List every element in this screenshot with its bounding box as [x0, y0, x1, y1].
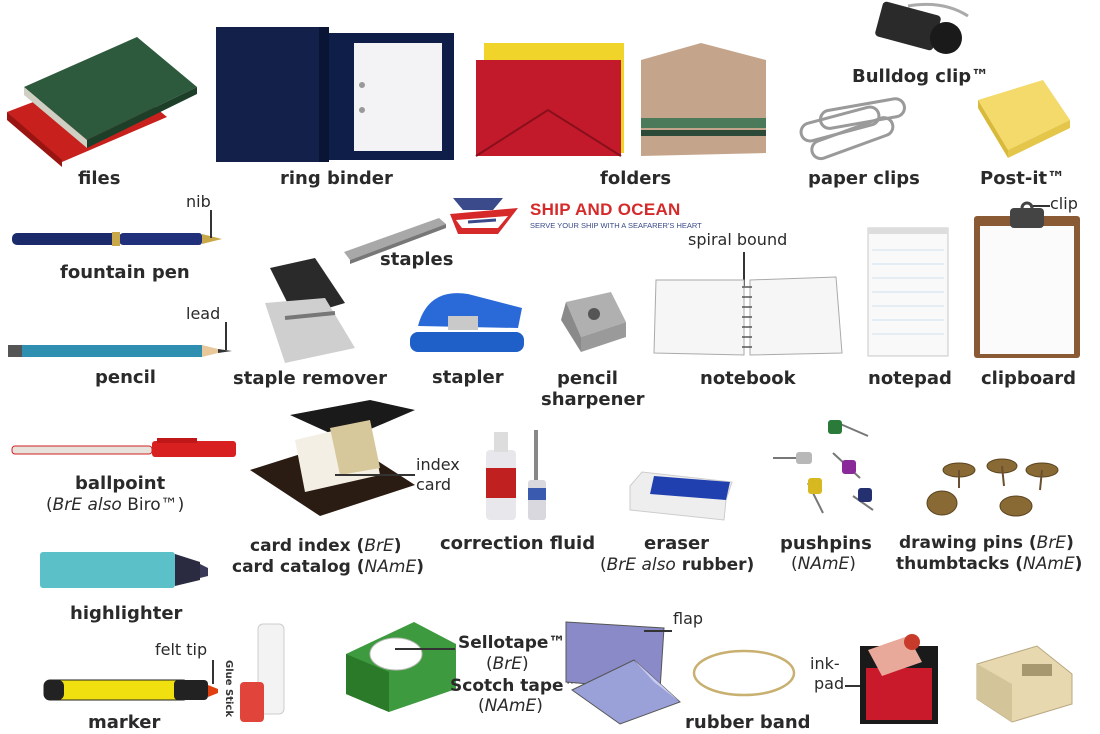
staples-image [344, 218, 449, 264]
label-spiral-bound: spiral bound [688, 230, 788, 249]
folders-image [475, 38, 786, 158]
stapler-image [408, 286, 528, 358]
label-rubber-band: rubber band [685, 712, 811, 733]
label-sellotape: Sellotape™ [458, 633, 566, 653]
files-image [2, 32, 202, 167]
pushpins-image [768, 418, 888, 523]
label-highlighter: highlighter [70, 603, 183, 624]
label-felt-tip: felt tip [155, 640, 208, 659]
glue-stick-image [238, 623, 288, 724]
label-correction-fluid: correction fluid [440, 533, 596, 554]
rubber-band-image [690, 645, 800, 705]
label-eraser-sub: (BrE also rubber) [600, 555, 755, 575]
label-paper-clips: paper clips [808, 168, 920, 189]
ring-binder-image [216, 25, 456, 165]
highlighter-image [40, 548, 210, 592]
bulldog-clip-image [868, 0, 978, 60]
label-index-card-line1: index [416, 455, 460, 474]
fountain-pen-image [12, 228, 222, 250]
label-drawing-pins: drawing pins (BrE) [899, 533, 1074, 553]
label-card-catalog: card catalog (NAmE) [232, 557, 424, 577]
label-bulldog-clip: Bulldog clip™ [852, 66, 990, 87]
label-notebook: notebook [700, 368, 796, 389]
notepad-image [866, 226, 950, 358]
label-ring-binder: ring binder [280, 168, 393, 189]
pencil-sharpener-image [556, 292, 628, 354]
drawing-pins-image [924, 458, 1064, 528]
watermark-logo: SHIP AND OCEAN SERVE YOUR SHIP WITH A SE… [448, 190, 708, 242]
ballpoint-image [11, 438, 237, 462]
label-clip: clip [1050, 194, 1078, 213]
pencil-image [8, 343, 233, 359]
lead-pointer-line [225, 322, 227, 350]
label-flap: flap [673, 609, 704, 628]
label-pushpins: pushpins [780, 533, 872, 554]
notebook-image [653, 275, 843, 359]
felt-tip-pointer-line [212, 660, 214, 684]
label-notepad: notepad [868, 368, 952, 389]
label-ink-pad-line2: pad [814, 674, 845, 693]
flap-pointer-line [644, 630, 672, 632]
label-pushpins-sub: (NAmE) [791, 554, 856, 574]
nib-pointer-line [210, 210, 212, 238]
eraser-image [629, 468, 735, 524]
label-post-it: Post-it™ [980, 168, 1066, 189]
label-pencil-sharpener-line1: pencil [557, 368, 618, 389]
label-pencil: pencil [95, 367, 156, 388]
label-scotch-tape: Scotch tape™ [450, 676, 581, 696]
label-sellotape-sub: (BrE) [486, 654, 529, 674]
paper-clips-image [795, 95, 915, 161]
post-it-image [968, 80, 1073, 160]
spiral-bound-pointer-line [743, 252, 745, 286]
watermark-title: SHIP AND OCEAN [530, 200, 681, 219]
label-clipboard: clipboard [981, 368, 1077, 389]
label-lead: lead [186, 304, 221, 323]
label-stapler: stapler [432, 367, 504, 388]
staple-remover-image [255, 258, 365, 366]
label-maker-image [972, 644, 1082, 724]
label-scotch-tape-sub: (NAmE) [478, 696, 543, 716]
label-folders: folders [600, 168, 672, 189]
label-nib: nib [186, 192, 211, 211]
label-index-card-line2: card [416, 475, 452, 494]
marker-image [34, 675, 219, 705]
label-eraser: eraser [644, 533, 710, 554]
correction-fluid-image [482, 428, 562, 523]
label-fountain-pen: fountain pen [60, 262, 190, 283]
label-staple-remover: staple remover [233, 368, 388, 389]
ship-logo-icon [450, 198, 518, 234]
ink-pad-pointer-line [845, 685, 871, 687]
card-index-image [250, 400, 420, 516]
label-glue-stick: Glue Stick [223, 660, 234, 718]
label-ballpoint-sub: (BrE also Biro™) [46, 495, 185, 515]
sellotape-pointer-line [395, 648, 455, 650]
label-staples: staples [380, 249, 454, 270]
label-thumbtacks: thumbtacks (NAmE) [896, 554, 1083, 574]
clip-pointer-line [1030, 205, 1050, 207]
envelope-image [564, 620, 684, 725]
index-card-pointer-line [335, 474, 415, 476]
ink-pad-image [858, 632, 943, 727]
sellotape-image [344, 614, 459, 714]
label-files: files [78, 168, 121, 189]
clipboard-image [972, 201, 1082, 360]
label-marker: marker [88, 712, 161, 733]
label-card-index: card index (BrE) [250, 536, 402, 556]
label-ballpoint: ballpoint [75, 473, 166, 494]
watermark-tagline: SERVE YOUR SHIP WITH A SEAFARER'S HEART [530, 221, 702, 230]
label-ink-pad-line1: ink- [810, 654, 840, 673]
label-pencil-sharpener-line2: sharpener [541, 389, 645, 410]
